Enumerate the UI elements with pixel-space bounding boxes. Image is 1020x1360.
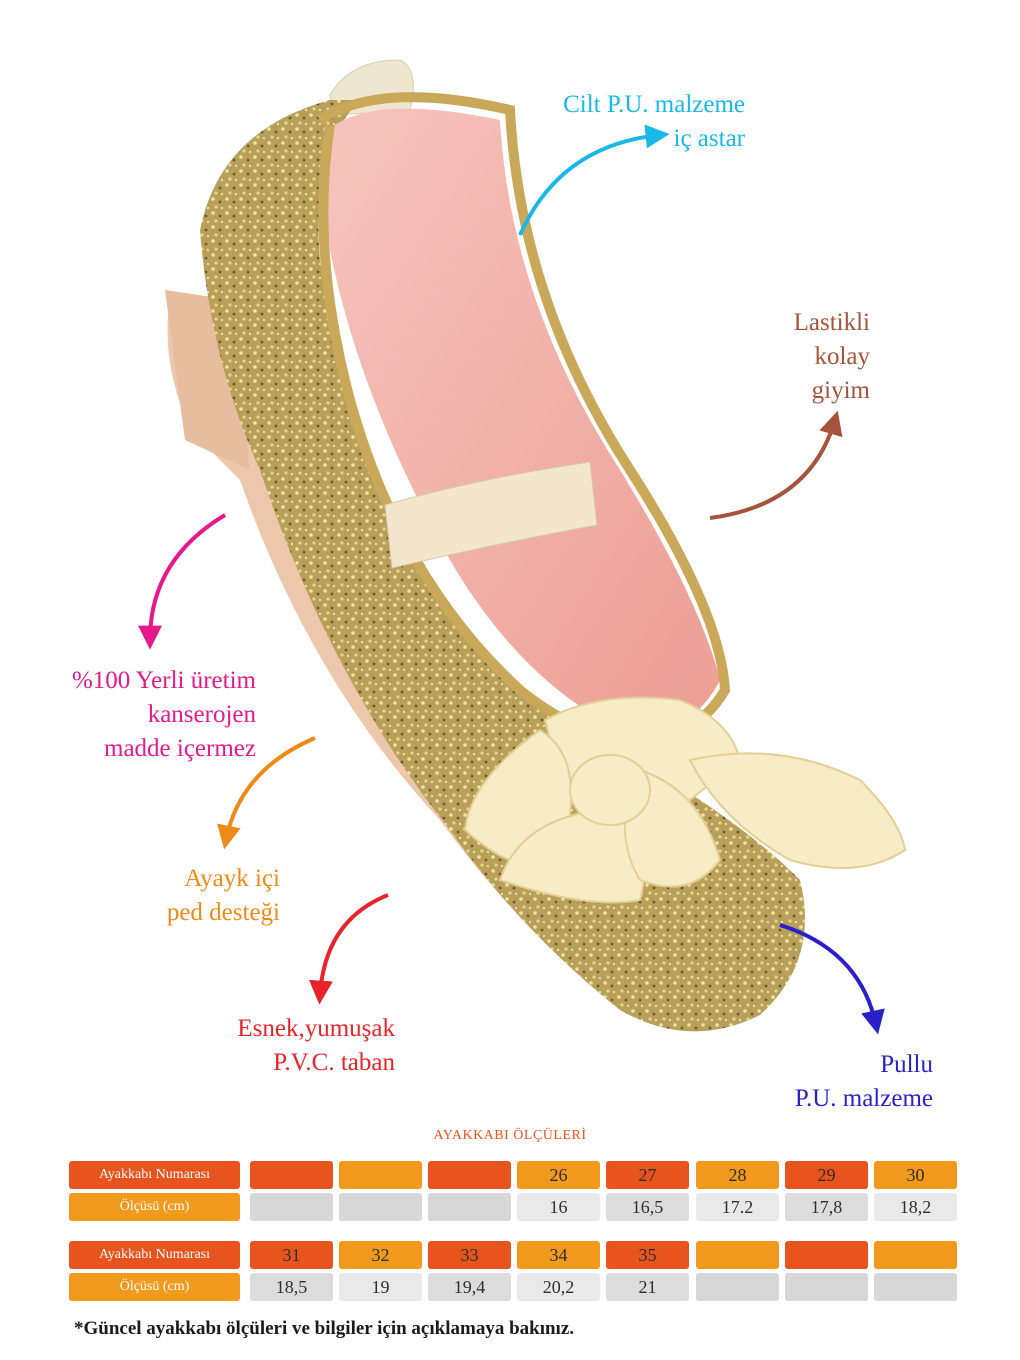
size-table-cell: 19 (339, 1273, 422, 1301)
elastic-callout: Lastikli kolay giyim (700, 306, 870, 408)
size-table-row-label: Ölçüsü (cm) (69, 1193, 240, 1221)
size-table-cell: 17,8 (785, 1193, 868, 1221)
size-table-cell (339, 1161, 422, 1189)
sequin-callout-line-2: P.U. malzeme (794, 1085, 933, 1112)
size-table-cell: 34 (517, 1241, 600, 1269)
shoe-illustration (138, 59, 907, 1035)
local-callout-line-2: kanserojen (147, 701, 256, 728)
size-table-cell: 32 (339, 1241, 422, 1269)
size-table-row-label: Ayakkabı Numarası (69, 1241, 240, 1269)
insole-callout-line-2: ped desteği (166, 899, 280, 926)
elastic-callout-line-3: giyim (811, 377, 870, 404)
insole-callout-line-1: Ayayk içi (184, 865, 280, 892)
local-callout-line-3: madde içermez (104, 735, 256, 762)
size-table-cell (696, 1241, 779, 1269)
size-table-cell (874, 1241, 957, 1269)
sole-callout-line-1: Esnek,yumuşak (237, 1015, 395, 1042)
size-table-title: AYAKKABI ÖLÇÜLERİ (433, 1128, 587, 1143)
lining-callout-line-2: iç astar (673, 125, 745, 152)
local-callout-line-1: %100 Yerli üretim (71, 667, 256, 694)
sequin-callout: Pullu P.U. malzeme (740, 1048, 933, 1116)
size-table-cell: 20,2 (517, 1273, 600, 1301)
size-table-cell (428, 1161, 511, 1189)
size-table-cell: 18,5 (250, 1273, 333, 1301)
local-production-callout: %100 Yerli üretim kanserojen madde içerm… (30, 664, 256, 766)
size-table-cell (428, 1193, 511, 1221)
size-table-cell: 18,2 (874, 1193, 957, 1221)
size-table-cell (785, 1273, 868, 1301)
size-table-cell: 31 (250, 1241, 333, 1269)
size-table-row-label: Ayakkabı Numarası (69, 1161, 240, 1189)
size-table-cell (696, 1273, 779, 1301)
size-table-cell (874, 1273, 957, 1301)
size-table-cell: 27 (606, 1161, 689, 1189)
size-table-cell: 26 (517, 1161, 600, 1189)
size-table-cell: 29 (785, 1161, 868, 1189)
footnote: *Güncel ayakkabı ölçüleri ve bilgiler iç… (74, 1318, 575, 1339)
insole-callout: Ayayk içi ped desteği (60, 862, 280, 930)
sequin-callout-line-1: Pullu (880, 1051, 933, 1078)
sole-callout-line-2: P.V.C. taban (273, 1049, 395, 1076)
size-table-row-label: Ölçüsü (cm) (69, 1273, 240, 1301)
sole-callout: Esnek,yumuşak P.V.C. taban (140, 1012, 395, 1080)
lining-callout: Cilt P.U. malzeme iç astar (440, 88, 745, 156)
size-table-cell: 17.2 (696, 1193, 779, 1221)
size-table-cell: 30 (874, 1161, 957, 1189)
size-table-cell (785, 1241, 868, 1269)
size-table-cell (250, 1161, 333, 1189)
elastic-callout-line-2: kolay (814, 343, 870, 370)
size-table-cell (250, 1193, 333, 1221)
size-table-cell: 33 (428, 1241, 511, 1269)
size-table-cell: 16 (517, 1193, 600, 1221)
size-table-cell: 35 (606, 1241, 689, 1269)
size-table-cell: 16,5 (606, 1193, 689, 1221)
size-table-cell (339, 1193, 422, 1221)
lining-callout-line-1: Cilt P.U. malzeme (563, 91, 745, 118)
elastic-callout-line-1: Lastikli (793, 309, 870, 336)
size-table-cell: 19,4 (428, 1273, 511, 1301)
size-table-cell: 21 (606, 1273, 689, 1301)
size-table-cell: 28 (696, 1161, 779, 1189)
